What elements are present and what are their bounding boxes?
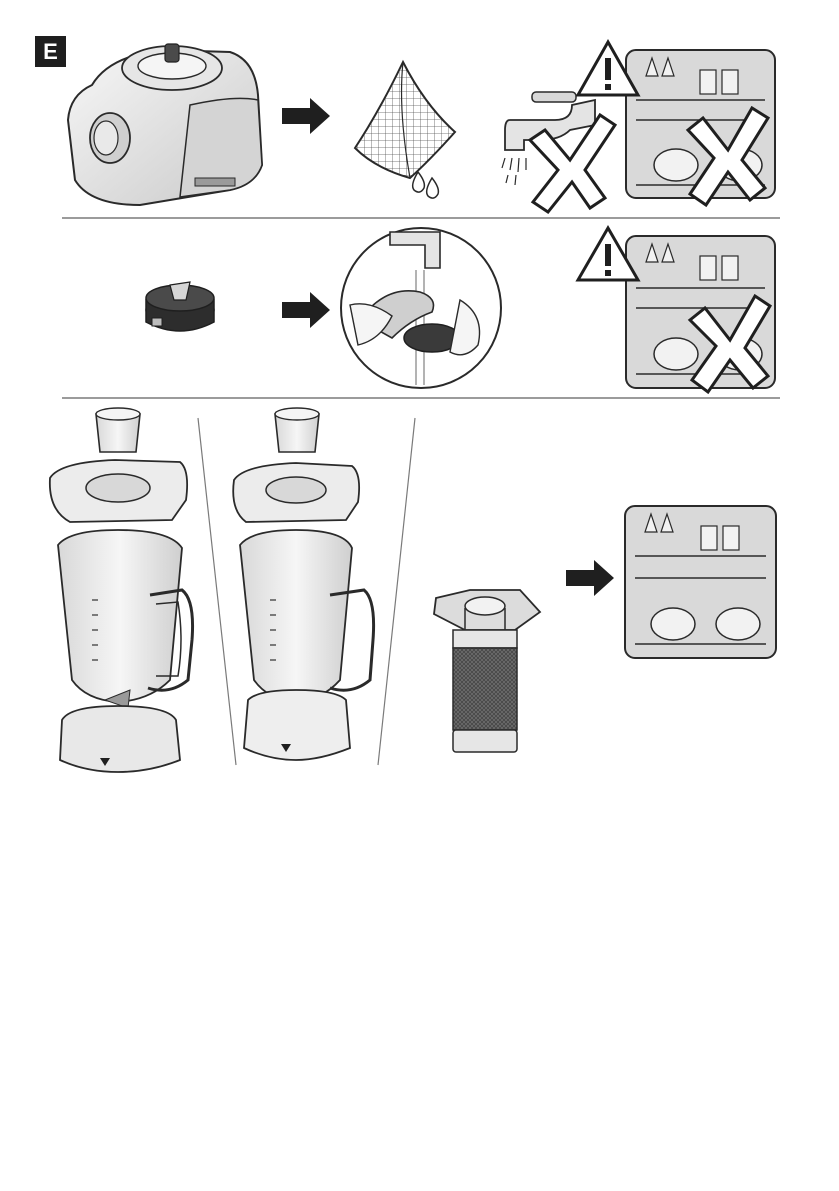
arrow-right-icon xyxy=(282,292,330,328)
damp-cloth-icon xyxy=(355,62,455,178)
blender-jug-illustration xyxy=(50,408,193,772)
water-drops-icon xyxy=(413,172,439,198)
arrow-right-icon xyxy=(282,98,330,134)
measuring-cup-icon xyxy=(96,408,140,452)
measuring-cup-icon xyxy=(275,408,319,452)
dishwasher-rack-icon xyxy=(625,506,776,658)
filter-insert-icon xyxy=(434,590,540,752)
blade-assembly-icon xyxy=(146,282,214,331)
motor-base-illustration xyxy=(68,44,262,205)
arrow-right-icon xyxy=(566,560,614,596)
hand-rinse-icon xyxy=(341,228,501,388)
blender-jug-illustration xyxy=(233,408,373,760)
column-divider xyxy=(198,418,236,765)
jug-lid-icon xyxy=(233,463,359,522)
jug-lid-icon xyxy=(50,460,187,522)
column-divider xyxy=(378,418,415,765)
